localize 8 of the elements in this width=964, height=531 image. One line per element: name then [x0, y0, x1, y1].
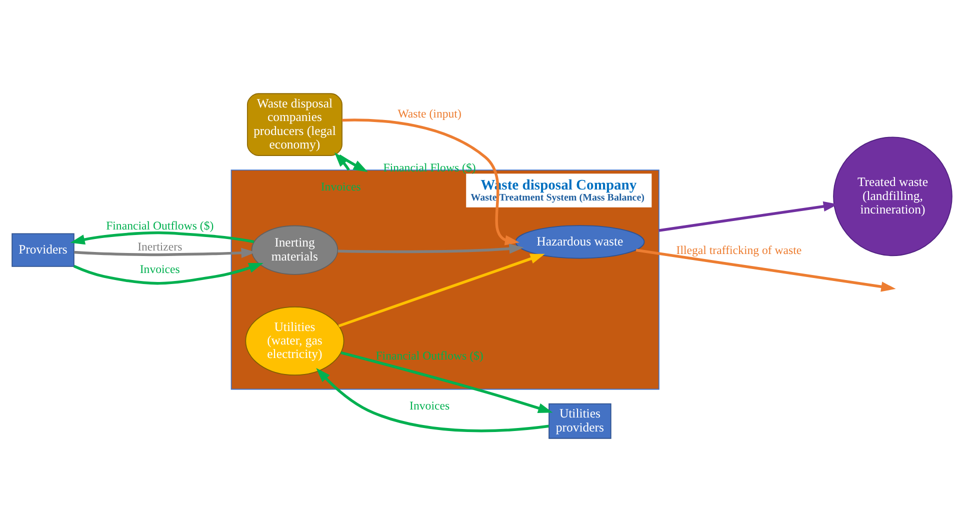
edge-label: Invoices — [410, 398, 450, 412]
edge-label: Invoices — [320, 178, 361, 193]
edge-label: Invoices — [140, 262, 180, 276]
edge-label: Illegal trafficking of waste — [676, 242, 802, 257]
edge-label: Financial Outflows ($) — [106, 218, 214, 232]
edge-label: Inertizers — [138, 238, 182, 253]
edge-label: Financial Outflows ($) — [376, 348, 484, 362]
edge-label: Waste (input) — [398, 106, 462, 120]
